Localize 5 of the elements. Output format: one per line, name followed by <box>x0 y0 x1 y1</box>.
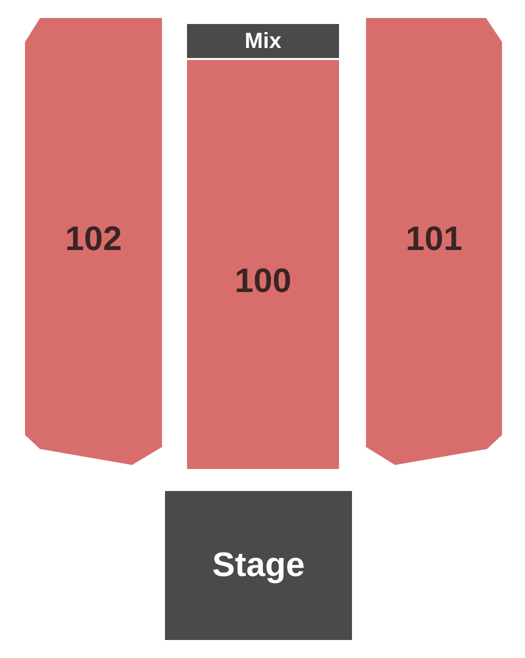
mix-position: Mix <box>187 24 339 58</box>
stage: Stage <box>165 491 352 640</box>
section-number: 102 <box>65 220 122 259</box>
section-number: 101 <box>406 220 462 259</box>
section-number: 100 <box>234 262 292 301</box>
